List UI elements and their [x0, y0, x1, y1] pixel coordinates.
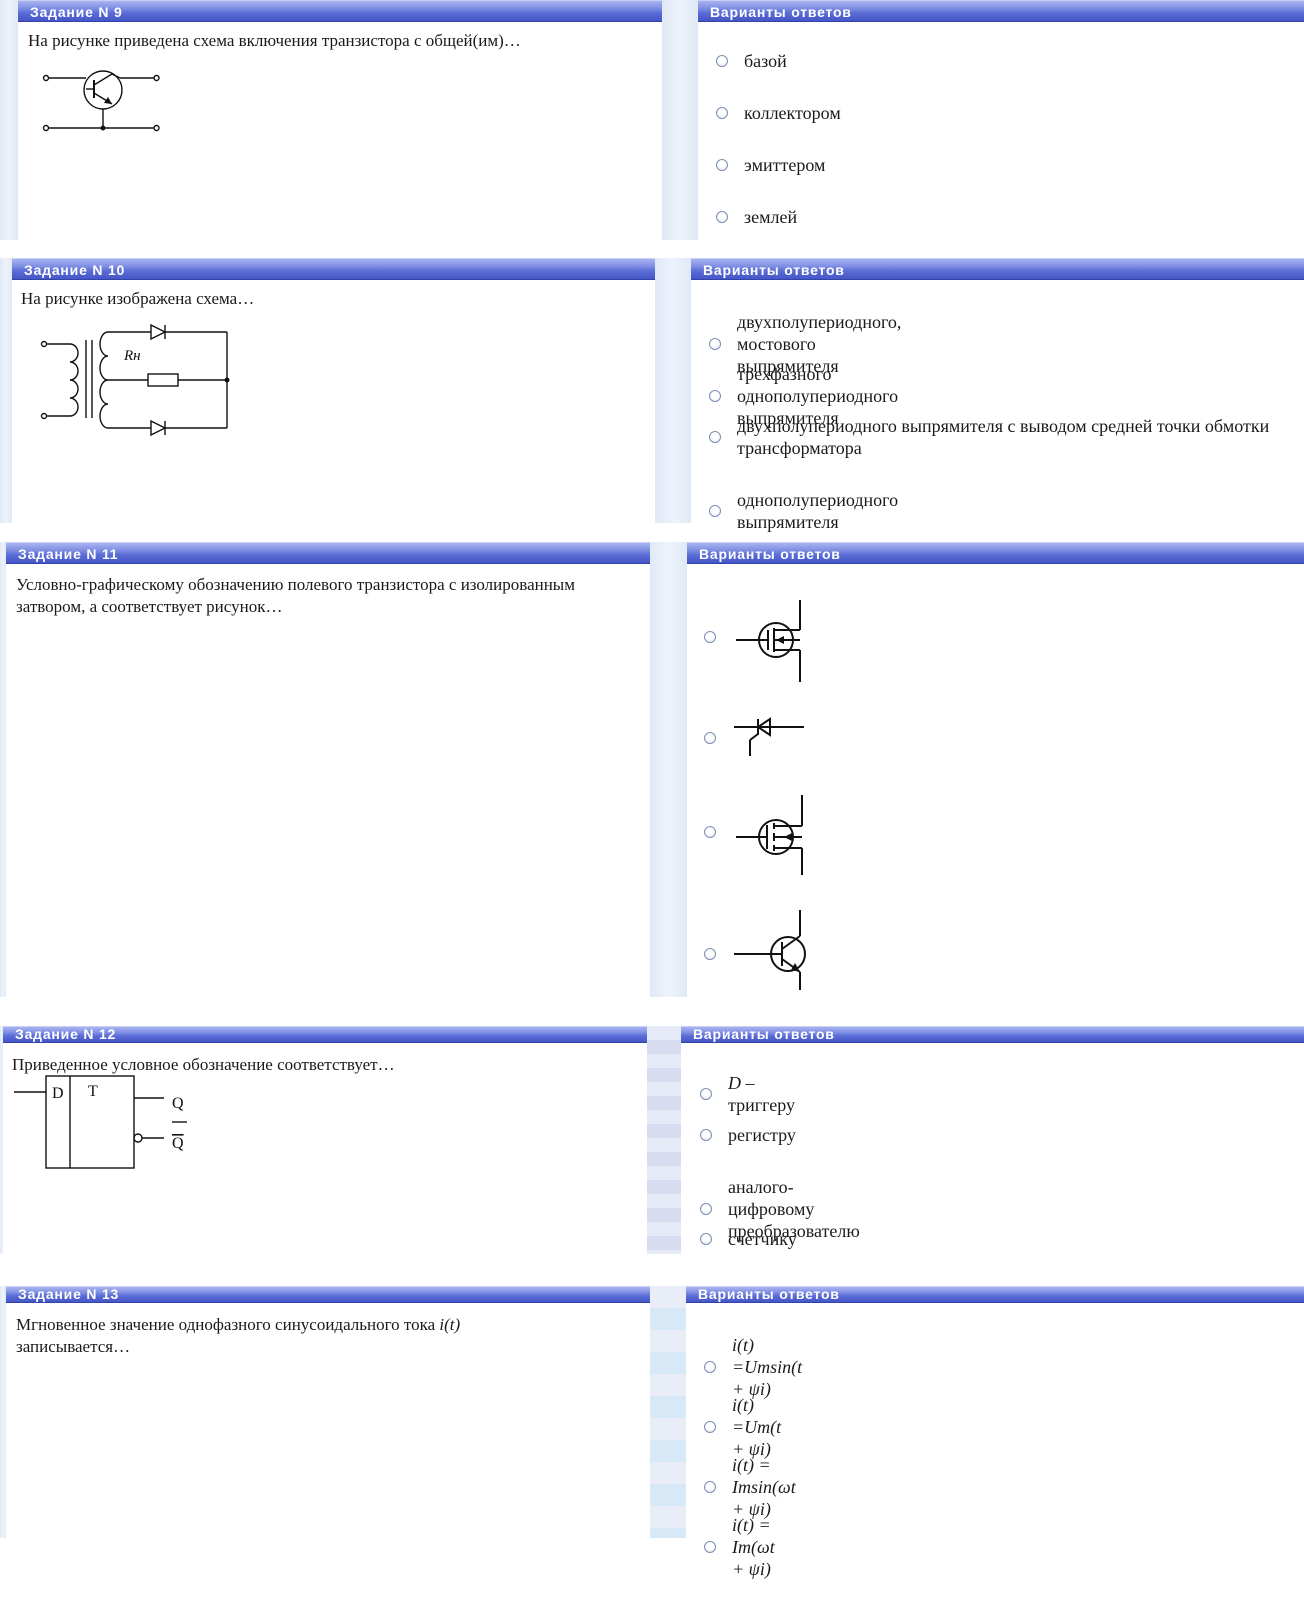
answer-option[interactable]: i(t) =Um(t + ψi)	[704, 1394, 781, 1460]
answer-option[interactable]: двухполупериодного, мостового выпрямител…	[709, 311, 901, 377]
trigger-type-label: T	[88, 1083, 98, 1100]
answer-option[interactable]: i(t) = Im(ωt + ψi)	[704, 1514, 775, 1580]
answer-formula: i(t) =Um(t + ψi)	[732, 1395, 782, 1459]
answer-label-italic-prefix: D	[728, 1073, 741, 1093]
radio-button[interactable]	[700, 1233, 712, 1245]
middle-strip	[662, 0, 698, 240]
question-text: Мгновенное значение однофазного синусоид…	[16, 1314, 596, 1358]
middle-strip	[650, 542, 687, 997]
d-input-label: D	[52, 1085, 64, 1102]
left-strip	[0, 1026, 3, 1254]
answers-header: Варианты ответов	[687, 542, 1304, 564]
middle-strip	[655, 258, 691, 523]
answer-label: однополупериодного выпрямителя	[737, 490, 899, 532]
answer-label: коллектором	[744, 103, 841, 123]
d-trigger-figure: D T Q Q	[14, 1075, 187, 1169]
answer-option[interactable]: двухполупериодного выпрямителя с выводом…	[709, 415, 1289, 459]
answer-option[interactable]: i(t) =Umsin(t + ψi)	[704, 1334, 802, 1400]
radio-button[interactable]	[716, 159, 728, 171]
answer-label: двухполупериодного, мостового выпрямител…	[737, 312, 902, 376]
answer-label: аналого-цифровому преобразователю	[728, 1177, 860, 1241]
answers-header: Варианты ответов	[686, 1286, 1304, 1303]
question-variable: i(t)	[439, 1315, 461, 1334]
radio-button[interactable]	[700, 1203, 712, 1215]
answer-label: двухполупериодного выпрямителя с выводом…	[737, 416, 1270, 458]
answer-label: эмиттером	[744, 155, 826, 175]
radio-button[interactable]	[704, 1541, 716, 1553]
answer-option[interactable]: землей	[716, 206, 797, 228]
left-strip	[0, 1286, 6, 1538]
thyristor-symbol-icon	[734, 717, 804, 756]
answer-option[interactable]: эмиттером	[716, 154, 825, 176]
answer-option[interactable]: D –триггеру	[700, 1072, 795, 1116]
mosfet-enhancement-symbol-icon	[736, 795, 803, 875]
answer-option[interactable]	[704, 710, 824, 765]
answer-option[interactable]	[704, 795, 824, 885]
answer-option[interactable]: коллектором	[716, 102, 841, 124]
common-emitter-circuit-figure	[42, 70, 160, 132]
task-header: Задание N 10	[12, 258, 655, 280]
question-text-part2: записывается…	[16, 1337, 131, 1356]
answer-option[interactable]	[704, 910, 824, 1000]
task-header: Задание N 11	[6, 542, 650, 564]
task-header: Задание N 9	[18, 0, 662, 22]
answer-formula: i(t) =Umsin(t + ψi)	[732, 1335, 803, 1399]
answer-option[interactable]: базой	[716, 50, 787, 72]
radio-button[interactable]	[704, 948, 716, 960]
rectifier-circuit-figure: Rн	[40, 323, 230, 437]
radio-button[interactable]	[716, 55, 728, 67]
radio-button[interactable]	[716, 107, 728, 119]
q-output-label: Q	[172, 1095, 184, 1112]
answer-option[interactable]	[704, 600, 824, 690]
question-text: На рисунке приведена схема включения тра…	[28, 31, 521, 50]
question-text: Условно-графическому обозначению полевог…	[16, 575, 575, 616]
answer-label: регистру	[728, 1125, 796, 1145]
answers-header: Варианты ответов	[691, 258, 1304, 280]
question-text-part1: Мгновенное значение однофазного синусоид…	[16, 1315, 440, 1334]
question-text: Приведенное условное обозначение соответ…	[12, 1055, 395, 1074]
q-inverted-output-label: Q	[172, 1135, 184, 1152]
answer-label: базой	[744, 51, 787, 71]
radio-button[interactable]	[704, 826, 716, 838]
answers-header: Варианты ответов	[698, 0, 1304, 22]
question-text: На рисунке изображена схема…	[21, 289, 255, 308]
middle-strip	[647, 1026, 681, 1254]
left-strip	[0, 0, 18, 240]
answer-label: D –триггеру	[728, 1072, 795, 1116]
radio-button[interactable]	[709, 390, 721, 402]
answer-option[interactable]: i(t) = Imsin(ωt + ψi)	[704, 1454, 796, 1520]
mosfet-depletion-symbol-icon	[736, 600, 801, 682]
task-header: Задание N 13	[6, 1286, 650, 1303]
radio-button[interactable]	[700, 1129, 712, 1141]
answer-option[interactable]: аналого-цифровому преобразователю	[700, 1176, 860, 1242]
radio-button[interactable]	[716, 211, 728, 223]
radio-button[interactable]	[704, 732, 716, 744]
middle-strip	[650, 1286, 686, 1538]
radio-button[interactable]	[704, 1421, 716, 1433]
answer-option[interactable]: трехфазного однополупериодного выпрямите…	[709, 363, 898, 429]
answer-label: счетчику	[728, 1229, 797, 1249]
left-strip	[0, 258, 12, 523]
load-resistor-label: Rн	[123, 348, 141, 364]
answer-option[interactable]: счетчику	[700, 1228, 797, 1250]
answers-header: Варианты ответов	[681, 1026, 1304, 1043]
task-header: Задание N 12	[3, 1026, 647, 1043]
answer-option[interactable]: однополупериодного выпрямителя	[709, 489, 898, 533]
answer-label-text: –триггеру	[728, 1073, 795, 1115]
answer-label: трехфазного однополупериодного выпрямите…	[737, 364, 899, 428]
radio-button[interactable]	[704, 631, 716, 643]
answer-option[interactable]: регистру	[700, 1124, 796, 1146]
radio-button[interactable]	[700, 1088, 712, 1100]
answer-formula: i(t) = Im(ωt + ψi)	[732, 1515, 775, 1579]
radio-button[interactable]	[709, 505, 721, 517]
radio-button[interactable]	[709, 431, 721, 443]
radio-button[interactable]	[709, 338, 721, 350]
answer-formula: i(t) = Imsin(ωt + ψi)	[732, 1455, 796, 1519]
radio-button[interactable]	[704, 1481, 716, 1493]
answer-label: землей	[744, 207, 798, 227]
left-strip	[0, 542, 6, 997]
radio-button[interactable]	[704, 1361, 716, 1373]
bipolar-transistor-symbol-icon	[734, 910, 806, 990]
